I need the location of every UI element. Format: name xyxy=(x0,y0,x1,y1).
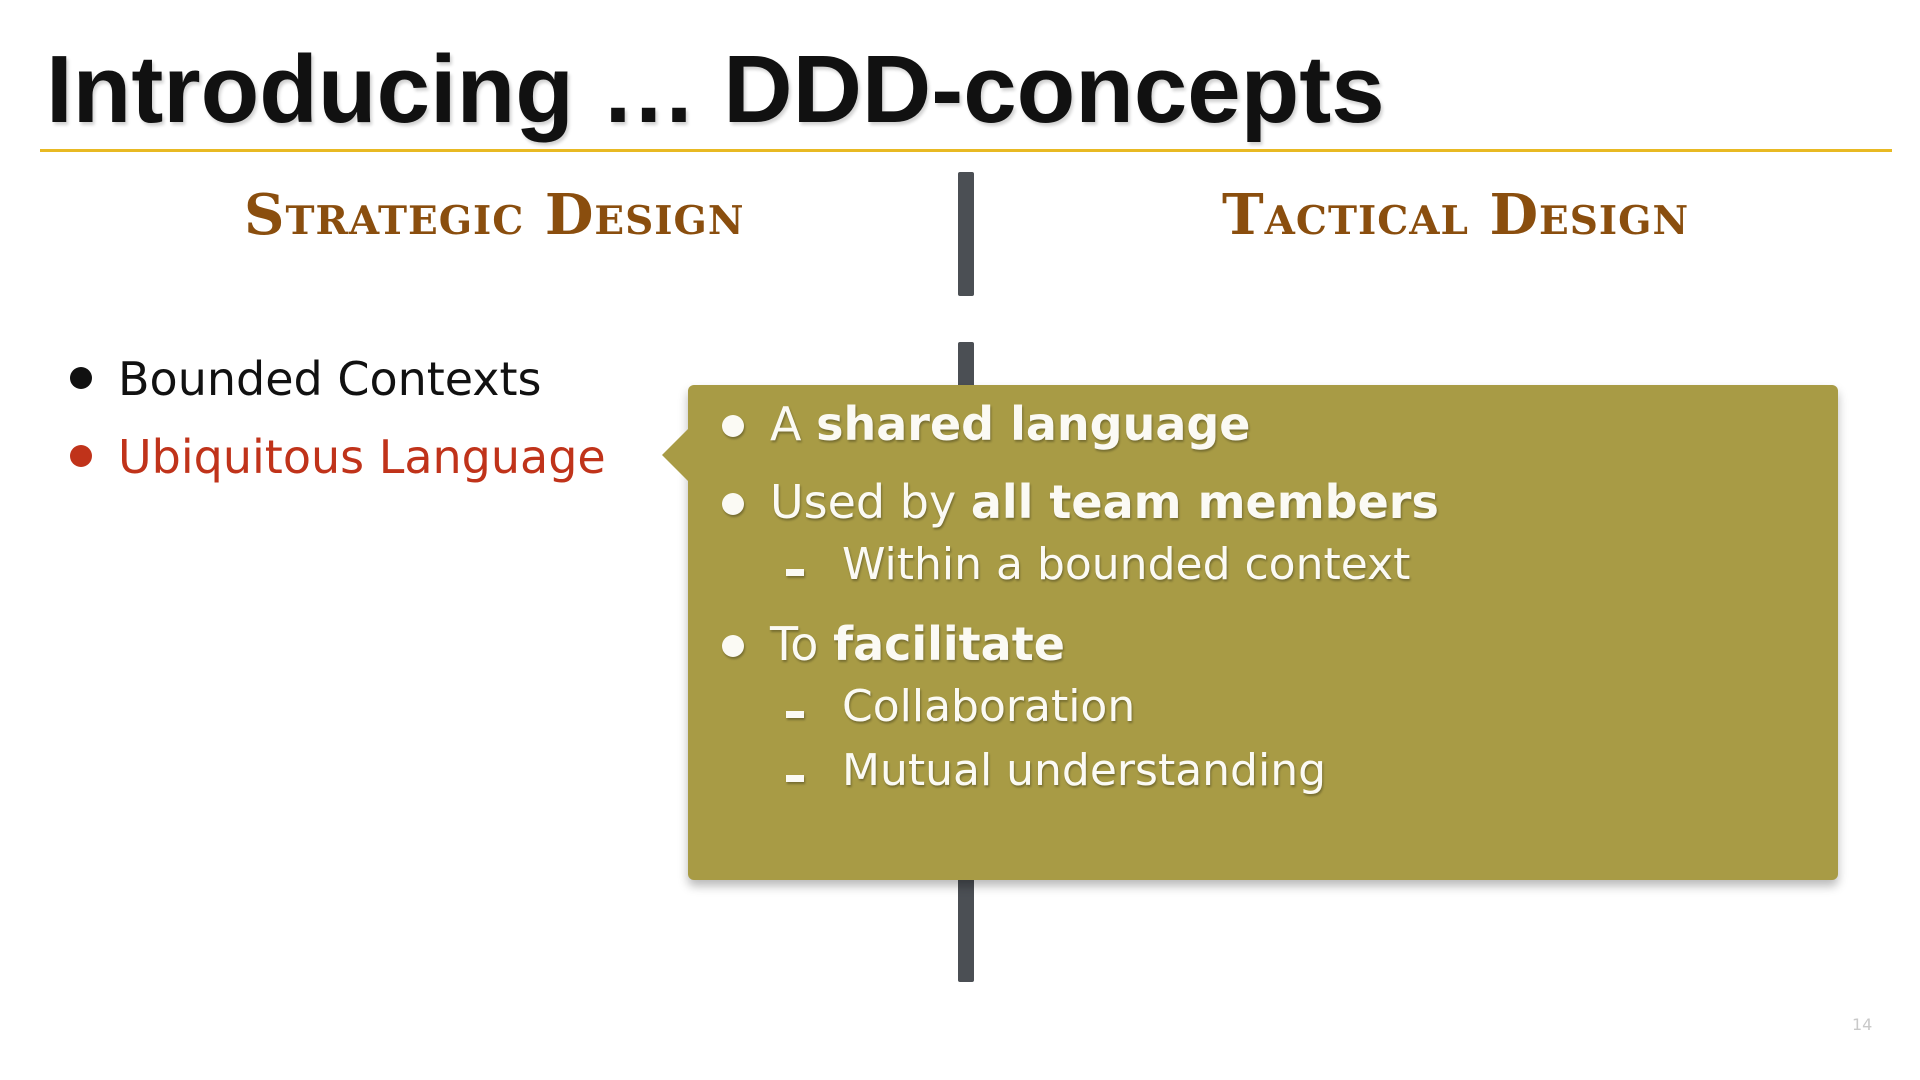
strategic-design-list: Bounded Contexts Ubiquitous Language xyxy=(64,340,606,496)
dash-icon xyxy=(786,711,804,718)
bullet-icon xyxy=(70,367,92,389)
callout-point-text: A xyxy=(770,397,817,451)
callout-subpoint-text: Mutual understanding xyxy=(842,745,1327,796)
bullet-icon xyxy=(722,493,744,515)
strategic-design-heading: Strategic Design xyxy=(244,182,745,248)
callout-point-emphasis: shared language xyxy=(816,397,1251,451)
callout-point: To facilitate xyxy=(718,613,1439,675)
list-item-bounded-contexts: Bounded Contexts xyxy=(64,340,606,418)
bullet-icon xyxy=(722,635,744,657)
column-divider-top xyxy=(958,172,974,296)
slide-title: Introducing … DDD-concepts xyxy=(46,36,1385,143)
callout-pointer-icon xyxy=(662,429,688,481)
callout-point: Used by all team members xyxy=(718,471,1439,533)
callout-point: A shared language xyxy=(718,393,1439,455)
dash-icon xyxy=(786,569,804,576)
list-item-ubiquitous-language: Ubiquitous Language xyxy=(64,418,606,496)
callout-subpoint: Mutual understanding xyxy=(718,739,1439,803)
callout-subpoint: Collaboration xyxy=(718,675,1439,739)
callout-point-text: Used by xyxy=(770,475,971,529)
bullet-icon xyxy=(70,445,92,467)
tactical-design-heading: Tactical Design xyxy=(1222,182,1690,248)
ubiquitous-language-callout: A shared language Used by all team membe… xyxy=(662,385,1838,880)
callout-subpoint-text: Within a bounded context xyxy=(842,539,1411,590)
callout-subpoint-text: Collaboration xyxy=(842,681,1136,732)
callout-point-text: To xyxy=(770,617,834,671)
callout-point-emphasis: facilitate xyxy=(833,617,1065,671)
callout-body: A shared language Used by all team membe… xyxy=(718,393,1439,803)
callout-point-emphasis: all team members xyxy=(970,475,1439,529)
page-number: 14 xyxy=(1852,1015,1873,1034)
callout-subpoint: Within a bounded context xyxy=(718,533,1439,597)
title-underline xyxy=(40,149,1892,152)
bullet-icon xyxy=(722,415,744,437)
list-item-label: Ubiquitous Language xyxy=(118,430,606,484)
dash-icon xyxy=(786,775,804,782)
list-item-label: Bounded Contexts xyxy=(118,352,542,406)
